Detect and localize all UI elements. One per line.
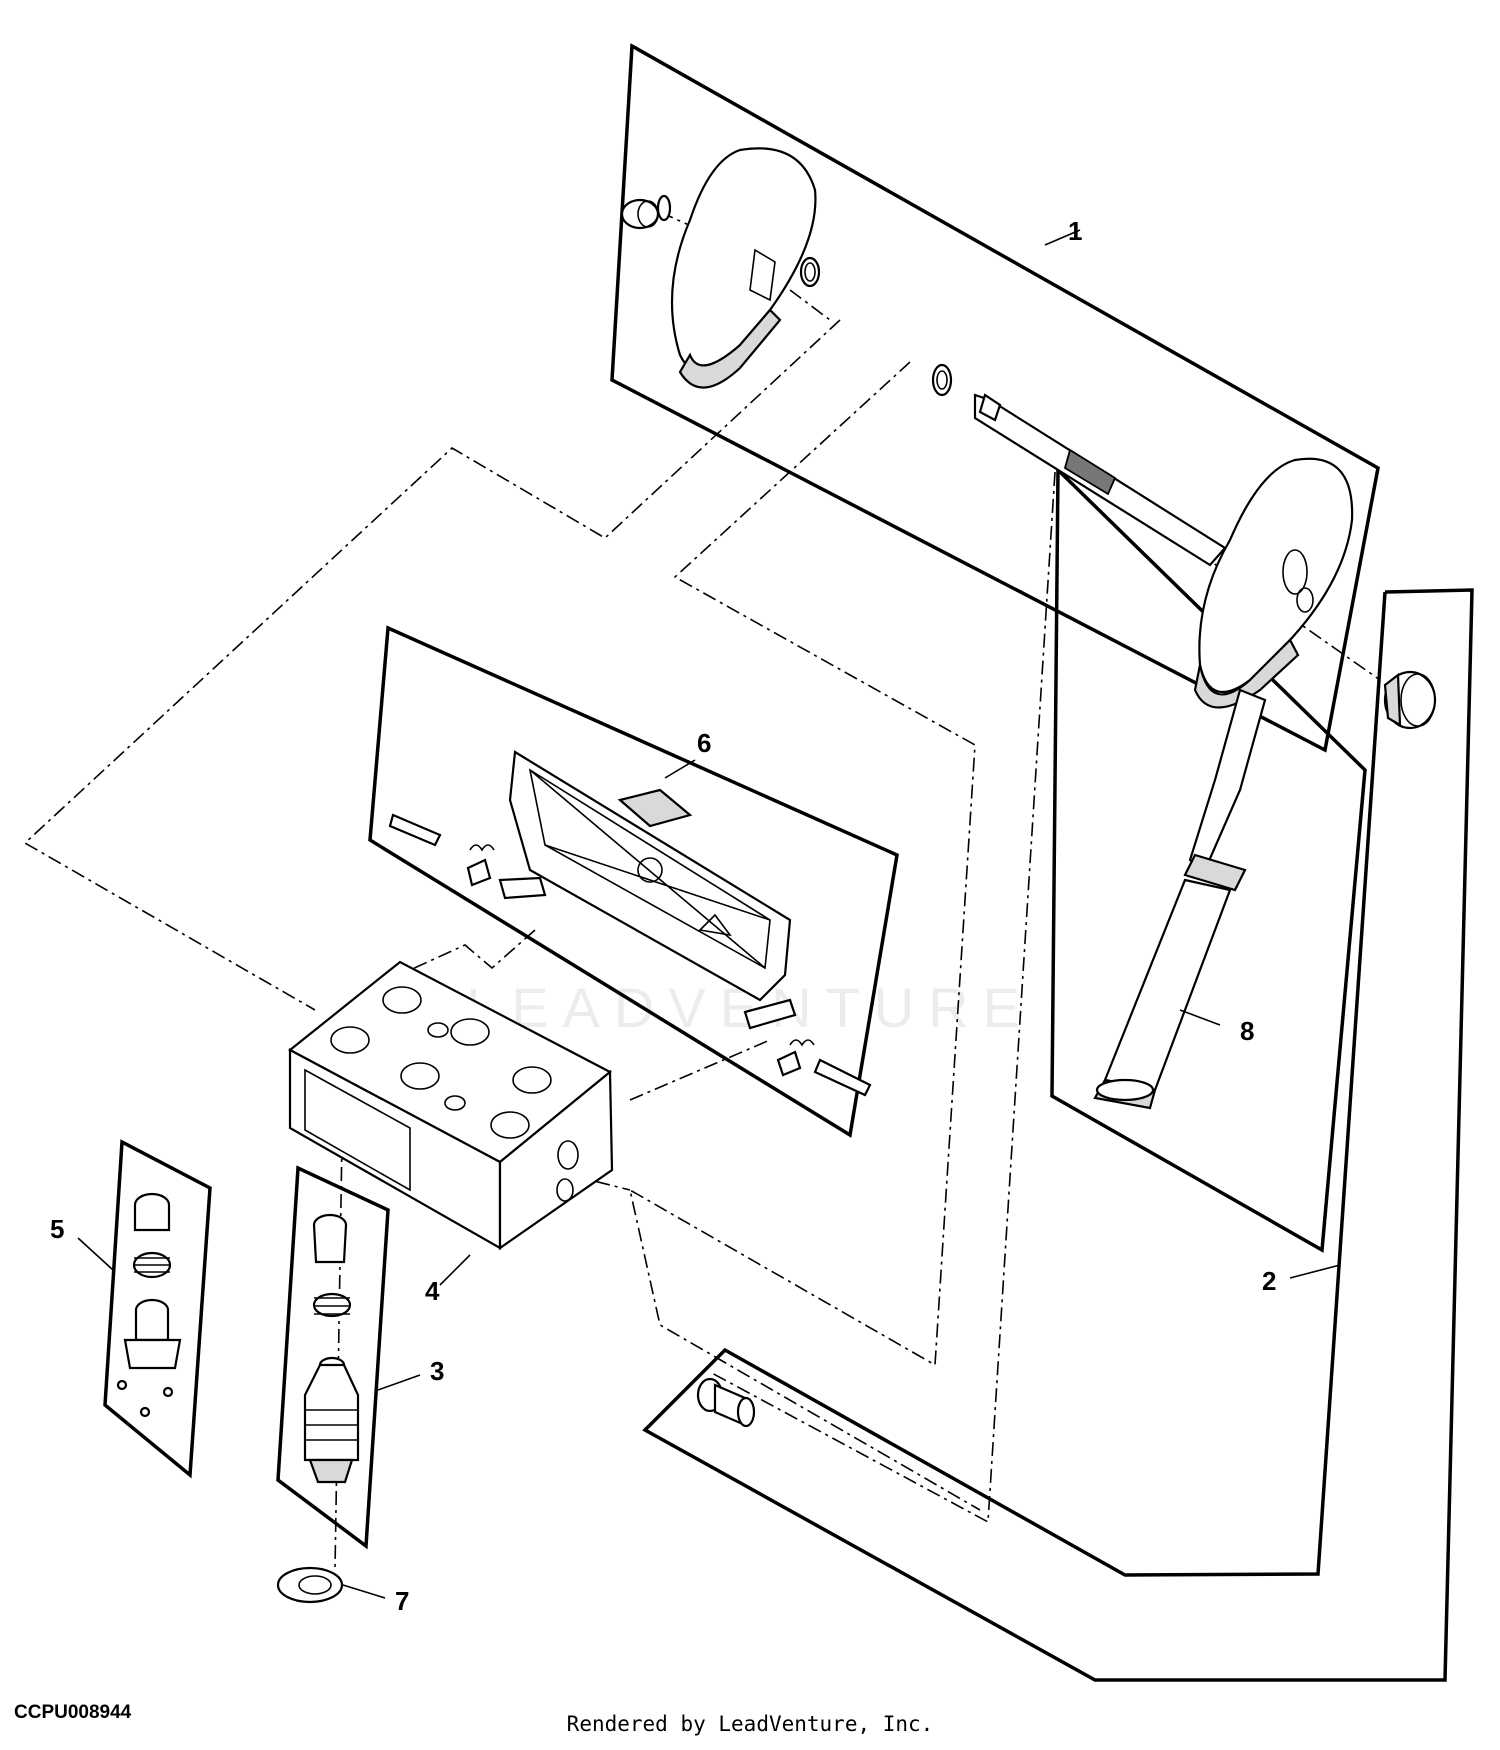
document-code: CCPU008944 bbox=[14, 1702, 132, 1723]
callout-4: 4 bbox=[425, 1276, 440, 1306]
plug-right bbox=[1383, 670, 1437, 730]
panel-5-outline bbox=[103, 1139, 212, 1479]
assembly-line-c bbox=[709, 471, 1056, 1524]
panel-6-outline bbox=[368, 625, 899, 1138]
assembly-line-g bbox=[629, 1039, 771, 1101]
leader-2 bbox=[1289, 1264, 1341, 1279]
callout-6: 6 bbox=[697, 728, 711, 758]
leader-5 bbox=[77, 1237, 114, 1271]
leader-4 bbox=[439, 1254, 471, 1286]
fitting-2 bbox=[696, 1377, 756, 1428]
assembly-line-a bbox=[23, 319, 841, 1011]
render-credit: Rendered by LeadVenture, Inc. bbox=[566, 1712, 934, 1736]
valve-block bbox=[288, 960, 614, 1251]
callout-7: 7 bbox=[395, 1586, 409, 1616]
connector-assembly bbox=[116, 1192, 182, 1418]
callout-1: 1 bbox=[1068, 216, 1082, 246]
assembly-line-i bbox=[334, 1139, 343, 1571]
leader-1 bbox=[1044, 229, 1081, 246]
callout-5: 5 bbox=[50, 1214, 64, 1244]
callout-2: 2 bbox=[1262, 1266, 1276, 1296]
callout-3: 3 bbox=[430, 1356, 444, 1386]
panel-2-outline bbox=[642, 588, 1474, 1682]
callout-8: 8 bbox=[1240, 1016, 1254, 1046]
clip-spring-right bbox=[743, 998, 872, 1097]
washer-left bbox=[799, 256, 821, 288]
handle-grip bbox=[1093, 688, 1267, 1110]
leader-7 bbox=[342, 1584, 386, 1599]
assembly-line-b bbox=[628, 361, 981, 1511]
handle-shaft bbox=[931, 363, 1227, 567]
washer-7 bbox=[276, 1566, 344, 1604]
handle-disc-right bbox=[1193, 457, 1354, 709]
nut-left bbox=[620, 194, 672, 230]
panel-3-outline bbox=[276, 1165, 390, 1550]
clip-spring-left bbox=[388, 813, 547, 900]
leader-6 bbox=[664, 759, 696, 779]
assembly-line-f bbox=[409, 929, 536, 971]
handle-disc-left bbox=[670, 147, 817, 389]
leader-3 bbox=[377, 1374, 421, 1391]
clip-frame bbox=[508, 750, 792, 1002]
leader-8 bbox=[1179, 1009, 1221, 1026]
panel-1-outline bbox=[610, 43, 1380, 753]
cartridge-valve bbox=[303, 1213, 360, 1484]
